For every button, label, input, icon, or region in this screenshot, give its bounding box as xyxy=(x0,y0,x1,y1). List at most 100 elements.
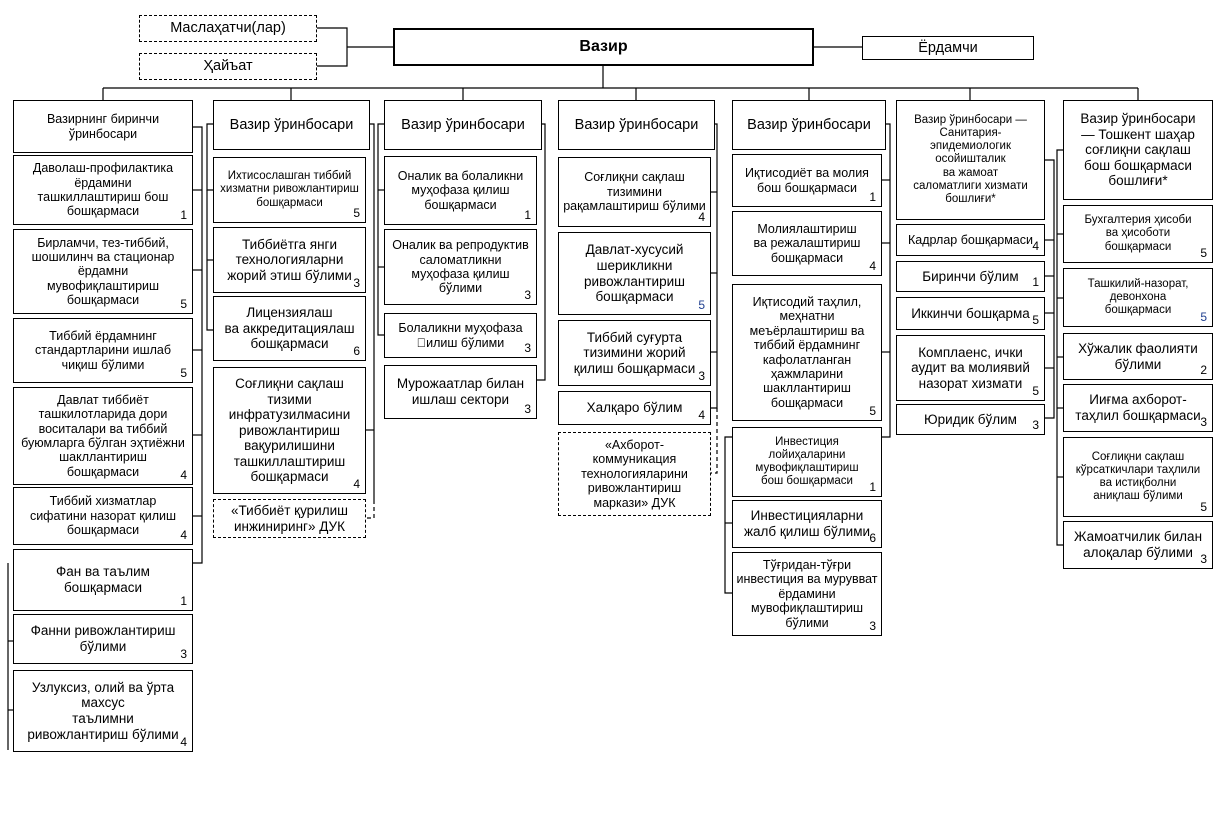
col6-unit1[interactable]: Ташкилий-назорат, девонхона бошқармаси 5 xyxy=(1063,268,1213,327)
unit-label: Тиббий хизматлар сифатини назорат қилиш … xyxy=(29,494,177,538)
unit-label: Соғлиқни сақлаш тизимини рақамлаштириш б… xyxy=(563,170,706,214)
unit-label: Иқтисодий таҳлил, меҳнатни меъёрлаштириш… xyxy=(749,295,865,410)
connector-line xyxy=(1045,159,1055,419)
unit-label: Инвестицияларни жалб қилиш бўлими xyxy=(743,508,871,539)
minister-box[interactable]: Вазир xyxy=(393,28,814,66)
col3-unit1[interactable]: Давлат-хусусий шерикликни ривожлантириш … xyxy=(558,232,711,315)
unit-staff-count: 3 xyxy=(1200,552,1207,567)
assistant-label: Ёрдамчи xyxy=(918,39,978,56)
unit-staff-count: 3 xyxy=(180,647,187,662)
unit-label: Хўжалик фаолияти бўлими xyxy=(1078,340,1198,372)
col3-head[interactable]: Вазир ўринбосари xyxy=(558,100,715,150)
unit-label: Фан ва таълим бошқармаси xyxy=(56,564,150,595)
unit-staff-count: 5 xyxy=(1200,246,1207,261)
col2-unit0[interactable]: Оналик ва болаликни муҳофаза қилиш бошқа… xyxy=(384,156,537,225)
unit-staff-count: 3 xyxy=(1032,418,1039,433)
unit-label: «Ахборот- коммуникация технологияларини … xyxy=(581,438,688,510)
unit-label: «Тиббиёт қурилиш инжиниринг» ДУК xyxy=(231,502,348,534)
unit-label: Соғлиқни сақлаш тизими инфратузилмасини … xyxy=(228,376,351,485)
unit-label: Комплаенс, ички аудит ва молиявий назора… xyxy=(911,344,1030,391)
unit-label: Тўғридан-тўғри инвестиция ва мурувват ёр… xyxy=(736,558,878,630)
col0-unit4[interactable]: Тиббий хизматлар сифатини назорат қилиш … xyxy=(13,487,193,545)
col1-unit1[interactable]: Тиббиётга янги технологияларни жорий эти… xyxy=(213,227,366,293)
col3-unit0[interactable]: Соғлиқни сақлаш тизимини рақамлаштириш б… xyxy=(558,157,711,227)
col1-unit4[interactable]: «Тиббиёт қурилиш инжиниринг» ДУК xyxy=(213,499,366,538)
unit-label: Узлуксиз, олий ва ўрта махсус таълимни р… xyxy=(27,679,179,742)
col2-head-label: Вазир ўринбосари xyxy=(401,116,525,133)
unit-staff-count: 5 xyxy=(1200,500,1207,515)
col0-head[interactable]: Вазирнинг биринчи ўринбосари xyxy=(13,100,193,153)
unit-label: Ташкилий-назорат, девонхона бошқармаси xyxy=(1087,277,1189,317)
col3-unit4[interactable]: «Ахборот- коммуникация технологияларини … xyxy=(558,432,711,516)
board-box[interactable]: Ҳайъат xyxy=(139,53,317,80)
unit-staff-count: 1 xyxy=(869,190,876,205)
unit-staff-count: 6 xyxy=(353,344,360,359)
unit-staff-count: 3 xyxy=(524,288,531,303)
col1-head[interactable]: Вазир ўринбосари xyxy=(213,100,370,150)
col5-head[interactable]: Вазир ўринбосари — Санитария- эпидемиоло… xyxy=(896,100,1045,220)
unit-staff-count: 5 xyxy=(1032,384,1039,399)
col0-unit7[interactable]: Узлуксиз, олий ва ўрта махсус таълимни р… xyxy=(13,670,193,752)
col0-unit1[interactable]: Бирламчи, тез-тиббий, шошилинч ва стацио… xyxy=(13,229,193,314)
unit-label: Болаликни муҳофаза 􀂛илиш бўлими xyxy=(398,321,523,350)
col0-unit6[interactable]: Фанни ривожлантириш бўлими 3 xyxy=(13,614,193,664)
col6-unit4[interactable]: Соғлиқни сақлаш кўрсаткичлари таҳлили ва… xyxy=(1063,437,1213,517)
connector-line xyxy=(206,190,213,331)
connector-line xyxy=(882,123,891,438)
col4-unit3[interactable]: Инвестиция лойиҳаларини мувофиқлаштириш … xyxy=(732,427,882,497)
col1-head-label: Вазир ўринбосари xyxy=(229,116,354,133)
unit-staff-count: 3 xyxy=(524,341,531,356)
col0-unit2[interactable]: Тиббий ёрдамнинг стандартларини ишлаб чи… xyxy=(13,318,193,383)
unit-label: Давлат тиббиёт ташкилотларида дори восит… xyxy=(21,392,185,479)
unit-label: Молиялаштириш ва режалаштириш бошқармаси xyxy=(753,221,861,265)
unit-staff-count: 5 xyxy=(869,404,876,419)
connector-line xyxy=(366,123,375,500)
unit-label: Соғлиқни сақлаш кўрсаткичлари таҳлили ва… xyxy=(1075,450,1201,503)
board-label: Ҳайъат xyxy=(203,58,253,75)
connector-line xyxy=(711,123,718,409)
col0-unit0[interactable]: Даволаш-профилактика ёрдамини ташкиллашт… xyxy=(13,155,193,225)
col6-unit0[interactable]: Бухгалтерия ҳисоби ва ҳисоботи бошқармас… xyxy=(1063,205,1213,263)
col0-unit3[interactable]: Давлат тиббиёт ташкилотларида дори восит… xyxy=(13,387,193,485)
col1-unit3[interactable]: Соғлиқни сақлаш тизими инфратузилмасини … xyxy=(213,367,366,494)
col4-unit2[interactable]: Иқтисодий таҳлил, меҳнатни меъёрлаштириш… xyxy=(732,284,882,421)
col4-unit5[interactable]: Тўғридан-тўғри инвестиция ва мурувват ёр… xyxy=(732,552,882,636)
col6-head-label: Вазир ўринбосари — Тошкент шаҳар соғлиқн… xyxy=(1080,111,1196,189)
col1-unit2[interactable]: Лицензиялаш ва аккредитациялаш бошқармас… xyxy=(213,296,366,361)
unit-staff-count: 5 xyxy=(180,366,187,381)
unit-label: Иқтисодиёт ва молия бош бошқармаси xyxy=(745,166,869,195)
unit-label: Биринчи бўлим xyxy=(922,268,1019,284)
unit-label: Жамоатчилик билан алоқалар бўлими xyxy=(1073,529,1203,560)
col2-unit1[interactable]: Оналик ва репродуктив саломатликни муҳоф… xyxy=(384,229,537,305)
assistant-box[interactable]: Ёрдамчи xyxy=(862,36,1034,60)
col5-unit1[interactable]: Биринчи бўлим 1 xyxy=(896,261,1045,292)
col1-unit0[interactable]: Ихтисослашган тиббий хизматни ривожланти… xyxy=(213,157,366,223)
col5-unit3[interactable]: Комплаенс, ички аудит ва молиявий назора… xyxy=(896,335,1045,401)
col4-unit1[interactable]: Молиялаштириш ва режалаштириш бошқармаси… xyxy=(732,211,882,276)
col0-head-label: Вазирнинг биринчи ўринбосари xyxy=(46,112,160,141)
unit-staff-count: 4 xyxy=(698,408,705,423)
unit-staff-count: 5 xyxy=(1200,310,1207,325)
unit-label: Фанни ривожлантириш бўлими xyxy=(30,623,176,654)
advisers-box[interactable]: Маслаҳатчи(лар) xyxy=(139,15,317,42)
unit-staff-count: 1 xyxy=(1032,275,1039,290)
connector-line xyxy=(724,436,732,594)
unit-staff-count: 3 xyxy=(1200,415,1207,430)
col6-head[interactable]: Вазир ўринбосари — Тошкент шаҳар соғлиқн… xyxy=(1063,100,1213,200)
col3-unit2[interactable]: Тиббий суғурта тизимини жорий қилиш бошқ… xyxy=(558,320,711,386)
col2-head[interactable]: Вазир ўринбосари xyxy=(384,100,542,150)
col4-head[interactable]: Вазир ўринбосари xyxy=(732,100,886,150)
